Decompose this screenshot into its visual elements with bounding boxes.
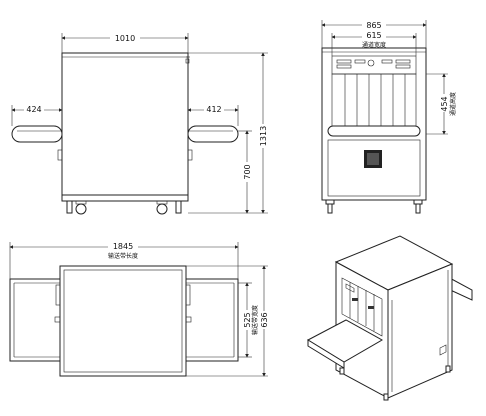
iso-view — [306, 235, 473, 401]
dim-tunnel-width: 615 — [366, 31, 381, 40]
side-view-machine-body — [321, 47, 427, 214]
side-view: 865 615 通道宽度 454 通道高度 — [321, 20, 457, 214]
front-view-dimensions: 1010 424 412 1313 700 — [11, 33, 269, 214]
dim-tunnel-height: 454 — [440, 96, 449, 111]
label-tunnel-width: 通道宽度 — [362, 41, 386, 49]
label-belt-width: 输送带宽度 — [251, 305, 259, 335]
dim-overall-width: 1010 — [115, 34, 135, 43]
top-view-machine-body — [9, 265, 239, 377]
label-tunnel-height: 通道高度 — [449, 92, 457, 116]
dim-conveyor-length: 1845 — [113, 242, 133, 251]
dim-side-overall-width: 865 — [366, 21, 381, 30]
dim-total-height: 1313 — [259, 126, 268, 146]
side-view-dimensions: 865 615 通道宽度 454 通道高度 — [321, 20, 457, 135]
dim-right-conveyor: 412 — [206, 105, 221, 114]
label-conveyor-length: 输送带长度 — [108, 252, 138, 260]
top-view-dimensions: 1845 输送带长度 525 输送带宽度 636 — [9, 241, 269, 377]
top-view: 1845 输送带长度 525 输送带宽度 636 — [9, 241, 269, 377]
dim-body-height: 700 — [243, 164, 252, 179]
dim-left-conveyor: 424 — [26, 105, 41, 114]
front-view: 1010 424 412 1313 700 — [11, 33, 269, 215]
dim-overall-depth: 636 — [260, 312, 269, 327]
front-view-machine-body — [11, 52, 239, 215]
dim-belt-width: 525 — [243, 312, 252, 327]
